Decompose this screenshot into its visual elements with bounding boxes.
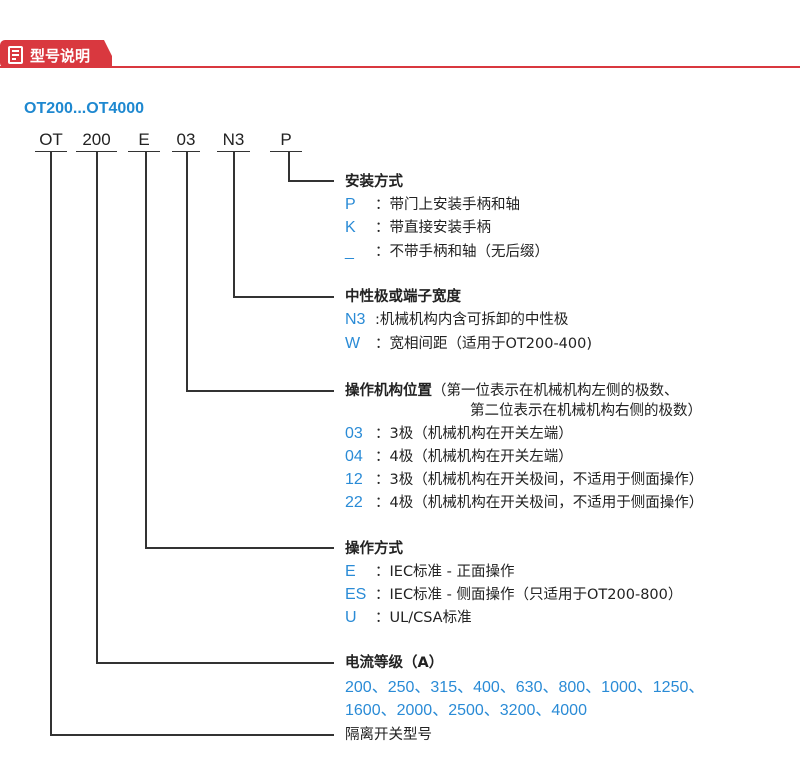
code-position: 03	[172, 131, 200, 152]
operation-item: E：IEC标准 - 正面操作	[345, 563, 515, 580]
header-divider	[0, 66, 800, 68]
neutral-item: N3:机械机构内含可拆卸的中性极	[345, 311, 569, 328]
connector-line	[145, 151, 147, 548]
section-title: 型号说明	[30, 47, 91, 65]
operation-item: U：UL/CSA标准	[345, 609, 472, 626]
connector-line	[186, 390, 334, 392]
connector-line	[145, 547, 334, 549]
mount-title: 安装方式	[345, 174, 403, 190]
position-item: 04：4极（机械机构在开关左端）	[345, 448, 573, 465]
position-item: 03：3极（机械机构在开关左端）	[345, 425, 573, 442]
connector-line	[186, 151, 188, 391]
code-current: 200	[76, 131, 117, 152]
code-mount: P	[270, 131, 302, 152]
connector-line	[233, 151, 235, 297]
connector-line	[50, 151, 52, 735]
code-operation: E	[128, 131, 160, 152]
current-values: 200、250、315、400、630、800、1000、1250、	[345, 679, 705, 696]
mount-item: K：带直接安装手柄	[345, 219, 491, 236]
connector-line	[96, 662, 334, 664]
section-header-tab: 型号说明	[0, 40, 112, 68]
code-neutral: N3	[217, 131, 250, 152]
model-range: OT200...OT4000	[24, 100, 145, 117]
operation-title: 操作方式	[345, 541, 403, 557]
position-title-row: 操作机构位置（第一位表示在机械机构左侧的极数、	[345, 383, 679, 399]
position-note: 第二位表示在机械机构右侧的极数）	[470, 403, 702, 419]
mount-item: P：带门上安装手柄和轴	[345, 196, 520, 213]
neutral-item: W：宽相间距（适用于OT200-400)	[345, 335, 593, 352]
connector-line	[96, 151, 98, 663]
current-title: 电流等级（A）	[345, 655, 444, 671]
connector-line	[233, 296, 334, 298]
connector-line	[50, 734, 334, 736]
neutral-title: 中性极或端子宽度	[345, 289, 461, 305]
code-ot: OT	[35, 131, 67, 152]
position-item: 12：3极（机械机构在开关极间，不适用于侧面操作）	[345, 471, 704, 488]
connector-line	[288, 180, 334, 182]
operation-item: ES：IEC标准 - 侧面操作（只适用于OT200-800）	[345, 586, 683, 603]
document-icon	[8, 46, 23, 64]
type-title: 隔离开关型号	[345, 727, 432, 743]
connector-line	[288, 151, 290, 181]
mount-item: _：不带手柄和轴（无后缀）	[345, 243, 549, 260]
current-values: 1600、2000、2500、3200、4000	[345, 702, 587, 719]
position-item: 22：4极（机械机构在开关极间，不适用于侧面操作）	[345, 494, 704, 511]
